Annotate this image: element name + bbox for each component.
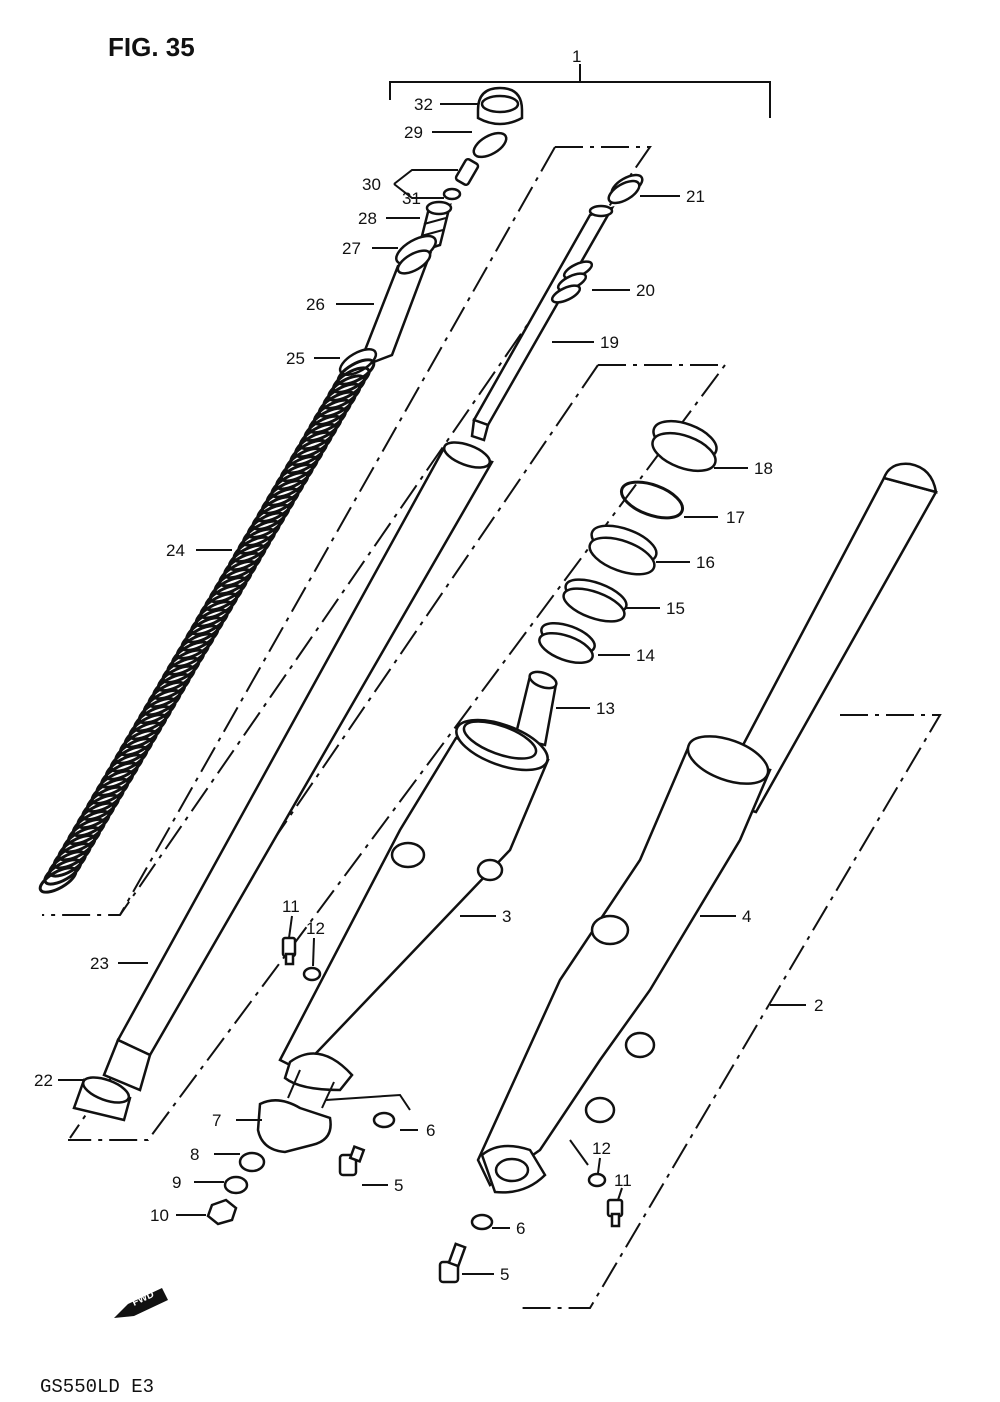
washer-12-right [587, 1172, 607, 1188]
callout-22: 22 [34, 1071, 53, 1090]
callout-11-right: 11 [614, 1171, 632, 1190]
callout-10: 10 [150, 1206, 169, 1225]
callout-29: 29 [404, 123, 423, 142]
callout-15: 15 [666, 599, 685, 618]
oil-seal [588, 524, 658, 576]
callout-11-left: 11 [282, 897, 300, 916]
bolt-5-right [438, 1242, 467, 1284]
group-outline-damper [42, 146, 652, 916]
callout-13: 13 [596, 699, 615, 718]
callout-20: 20 [636, 281, 655, 300]
callout-3: 3 [502, 907, 511, 926]
group-outline-right-leg [520, 714, 942, 1309]
inner-tube [102, 441, 494, 1092]
callout-26: 26 [306, 295, 325, 314]
oil-seal-retainer [562, 578, 628, 623]
washer-6-left [372, 1111, 396, 1129]
assembly-bracket-1 [389, 64, 771, 118]
right-outer-tube [476, 735, 772, 1194]
callout-6-right: 6 [516, 1219, 525, 1238]
callout-9: 9 [172, 1173, 181, 1192]
left-outer-tube [278, 718, 550, 1092]
callout-17: 17 [726, 508, 745, 527]
oil-lock-piece [513, 670, 558, 747]
callout-25: 25 [286, 349, 305, 368]
bolt-11-right [606, 1198, 624, 1228]
callout-18: 18 [754, 459, 773, 478]
bolt-5-left [338, 1145, 366, 1177]
callout-4: 4 [742, 907, 751, 926]
callout-31: 31 [402, 189, 421, 208]
dust-seal [651, 419, 718, 473]
right-inner-tube [712, 462, 938, 814]
callout-5-right: 5 [500, 1265, 509, 1284]
leader-lines [58, 103, 806, 1275]
callout-30: 30 [362, 175, 381, 194]
callout-24: 24 [166, 541, 185, 560]
axle-holder [256, 1069, 335, 1154]
ring-21 [607, 173, 644, 205]
damper-rod [470, 204, 615, 442]
callout-19: 19 [600, 333, 619, 352]
washer-6-right [470, 1213, 494, 1231]
piston-ring [550, 260, 594, 304]
washer-12-left [302, 966, 322, 982]
callout-12-right: 12 [592, 1139, 611, 1158]
nut-10 [206, 1198, 238, 1226]
spring-coil [38, 866, 78, 894]
callout-23: 23 [90, 954, 109, 973]
slide-bushing [72, 1076, 132, 1122]
callout-21: 21 [686, 187, 705, 206]
callout-28: 28 [358, 209, 377, 228]
spring-washer-9 [223, 1175, 249, 1195]
stopper-ring [619, 480, 685, 520]
air-valve [442, 157, 480, 201]
callout-8: 8 [190, 1145, 199, 1164]
callout-27: 27 [342, 239, 361, 258]
callout-12-left: 12 [306, 919, 325, 938]
washer-8 [238, 1151, 266, 1173]
callout-16: 16 [696, 553, 715, 572]
callout-14: 14 [636, 646, 655, 665]
figure-title: FIG. 35 [108, 32, 195, 62]
spring-spacer [355, 249, 433, 371]
callout-7: 7 [212, 1111, 221, 1130]
fork-spring [38, 358, 376, 894]
callout-32: 32 [414, 95, 433, 114]
cap-o-ring [472, 131, 508, 159]
callout-5-left: 5 [394, 1176, 403, 1195]
callout-2: 2 [814, 996, 823, 1015]
fork-cap [476, 86, 524, 126]
forward-arrow-icon: FWD [114, 1288, 168, 1318]
callout-6-left: 6 [426, 1121, 435, 1140]
group-outline-inner-tube [68, 364, 727, 1141]
model-code: GS550LD E3 [40, 1376, 154, 1398]
bolt-11-left [281, 936, 297, 966]
callout-labels: 1 2 3 4 5 5 6 6 7 8 9 10 11 11 12 12 13 … [34, 47, 823, 1284]
spring-coil [43, 858, 82, 886]
callout-1: 1 [572, 47, 581, 66]
guide-bushing [538, 621, 596, 665]
